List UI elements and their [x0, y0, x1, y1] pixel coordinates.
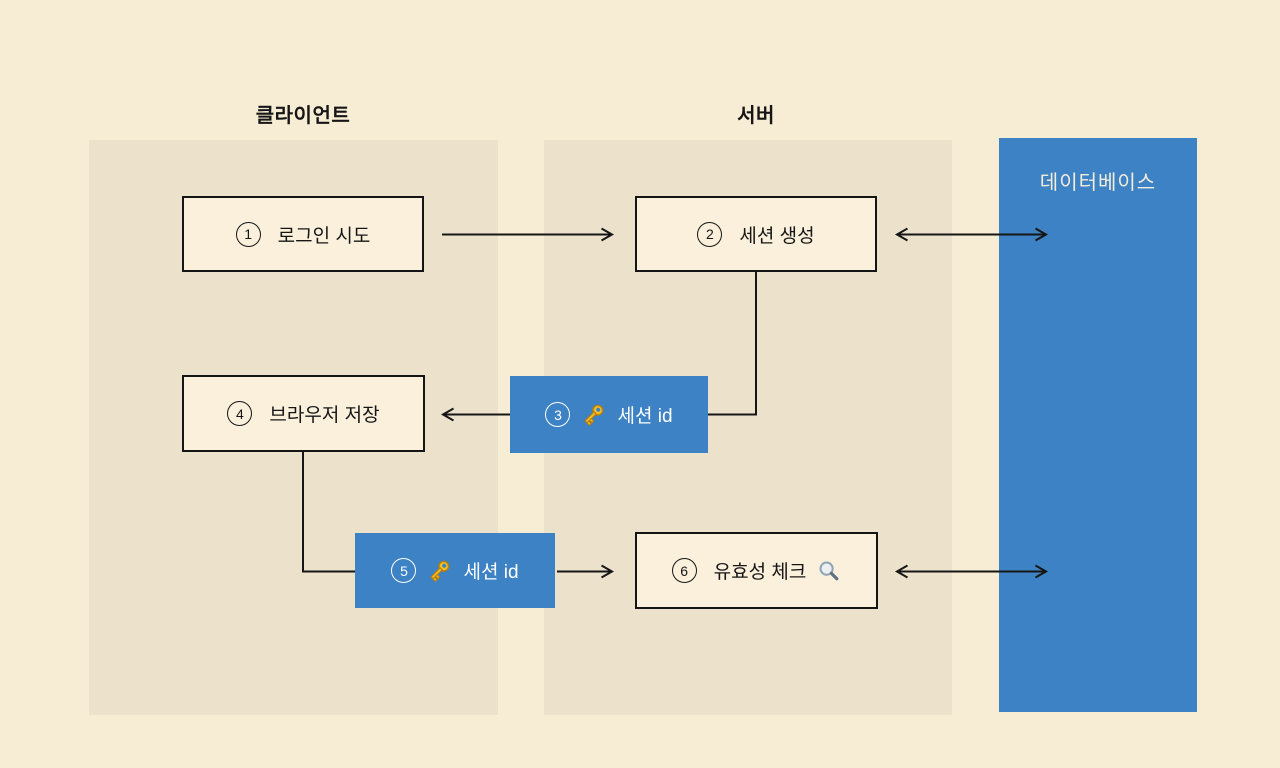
- key-icon: [427, 558, 452, 583]
- client-lane-title: 클라이언트: [255, 105, 351, 127]
- step-create-session: 2 세션 생성: [635, 196, 877, 272]
- step-session-id-request: 5 세션 id: [355, 533, 555, 608]
- step-browser-store: 4 브라우저 저장: [182, 375, 425, 452]
- step-label: 세션 생성: [739, 225, 815, 247]
- arrow-validity-db-bidirectional: [894, 564, 1049, 579]
- database-lane-title: 데이터베이스: [1039, 172, 1157, 194]
- key-icon: [581, 402, 606, 427]
- step-label: 로그인 시도: [277, 225, 371, 247]
- step-label: 유효성 체크: [713, 562, 807, 583]
- step-session-id-response: 3 세션 id: [510, 376, 708, 453]
- step-number-badge: 4: [227, 401, 253, 426]
- step-number-badge: 6: [671, 558, 697, 583]
- step-number-badge: 5: [391, 558, 417, 583]
- step-number-badge: 3: [545, 402, 571, 427]
- step-number-badge: 1: [235, 221, 261, 247]
- step-number-badge: 2: [697, 221, 723, 247]
- step-validity-check: 6 유효성 체크: [635, 532, 878, 609]
- step-label: 브라우저 저장: [269, 405, 380, 426]
- arrow-sessionid-to-validity: [557, 564, 615, 579]
- arrow-sessionid-to-browser: [440, 407, 510, 422]
- arrow-login-to-session: [442, 227, 615, 242]
- server-lane-title: 서버: [737, 105, 775, 127]
- magnifier-icon: [817, 559, 841, 583]
- connector-session-to-sessionid: [708, 272, 757, 416]
- step-label: 세션 id: [617, 406, 673, 427]
- step-label: 세션 id: [463, 562, 519, 583]
- connector-browser-to-sessionid: [302, 452, 355, 573]
- step-login-attempt: 1 로그인 시도: [182, 196, 424, 272]
- arrow-session-db-bidirectional: [894, 227, 1049, 242]
